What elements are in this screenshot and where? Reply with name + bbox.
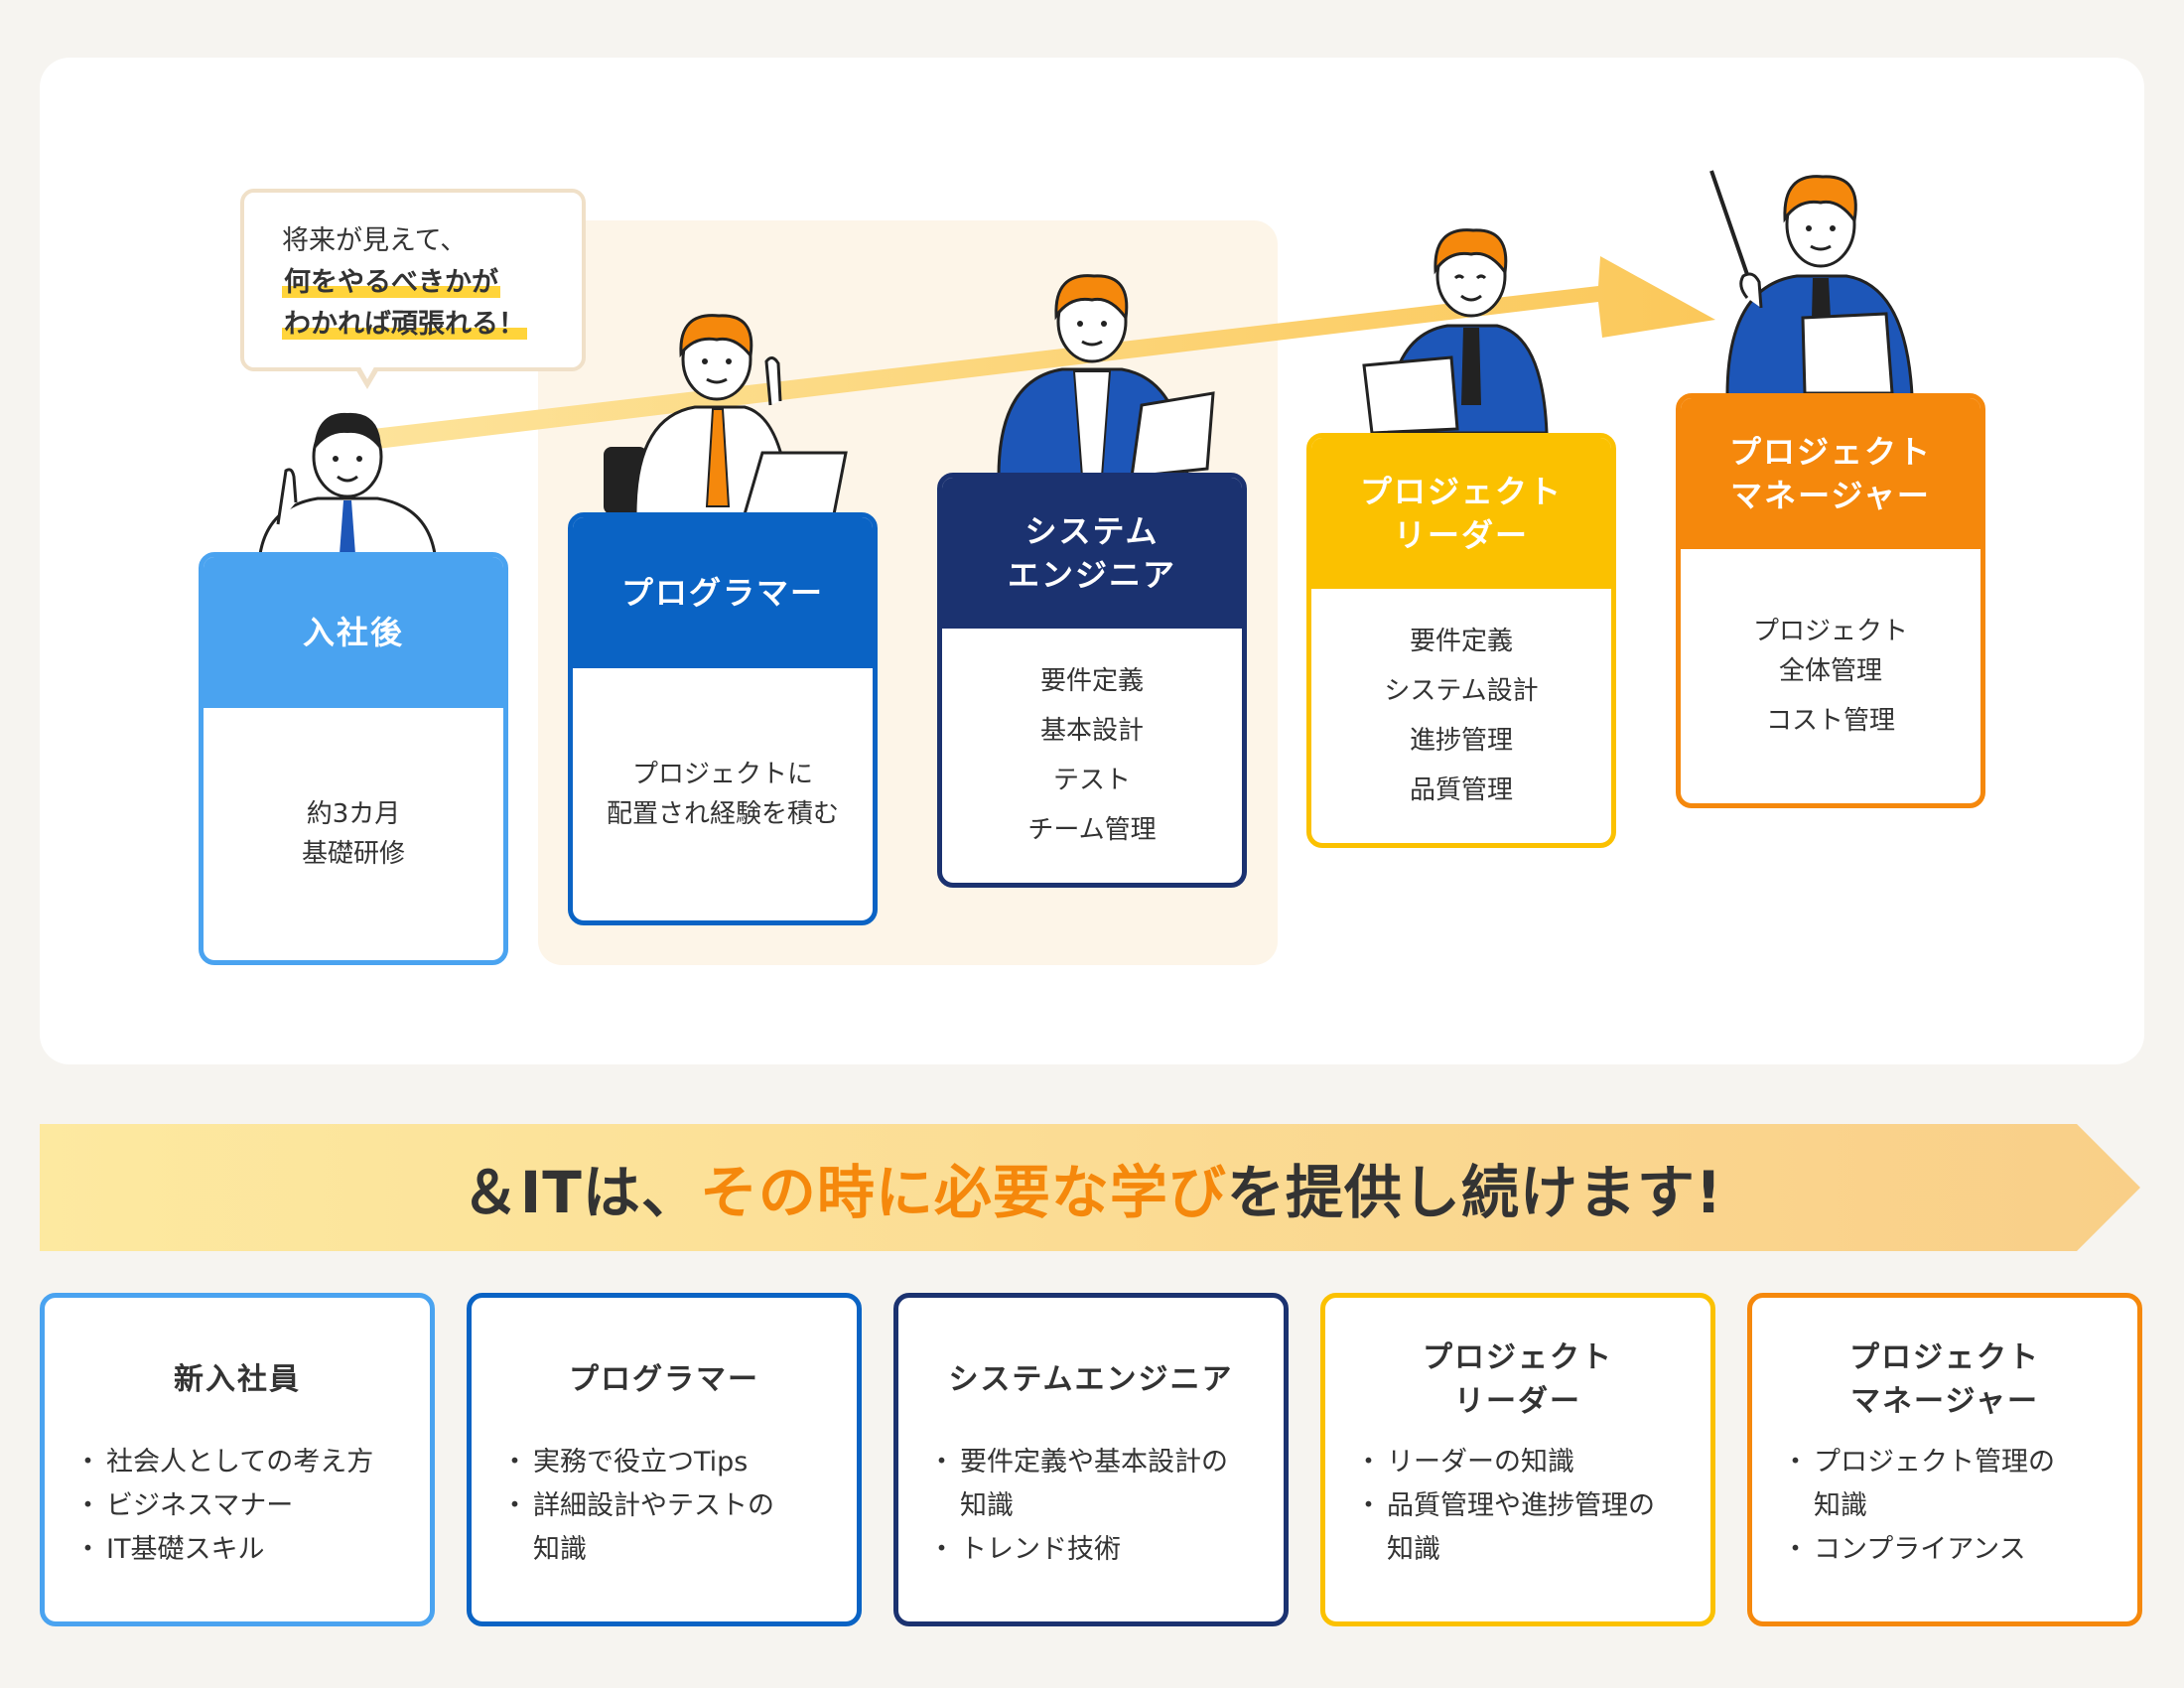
stage-description: 要件定義 システム設計 進捗管理 品質管理 [1384, 627, 1539, 805]
stage-title: プログラマー [573, 517, 873, 668]
stage-title: プロジェクト マネージャー [1681, 398, 1980, 549]
list-item: トレンド技術 [928, 1528, 1228, 1572]
stage-card-programmer: プログラマー プロジェクトに 配置され経験を積む [568, 512, 878, 925]
list-item: リーダーの知識 [1355, 1441, 1655, 1484]
speech-bubble-tail [354, 363, 380, 389]
learning-card-project-leader: プロジェクト リーダー リーダーの知識 品質管理や進捗管理の 知識 [1320, 1293, 1715, 1626]
system-engineer-person-icon [997, 274, 1215, 479]
list-item: 実務で役立つTips [501, 1441, 774, 1484]
learning-list: プロジェクト管理の 知識 コンプライアンス [1782, 1441, 2055, 1572]
learning-list: リーダーの知識 品質管理や進捗管理の 知識 [1355, 1441, 1655, 1572]
bubble-line-2: 何をやるべきかが [282, 267, 500, 298]
stage-title: 入社後 [204, 557, 503, 708]
stage-card-system-engineer: システム エンジニア 要件定義 基本設計 テスト チーム管理 [937, 473, 1247, 888]
learning-card-system-engineer: システムエンジニア 要件定義や基本設計の 知識 トレンド技術 [893, 1293, 1289, 1626]
stage-title: プロジェクト リーダー [1311, 438, 1611, 589]
learning-title: プロジェクト マネージャー [1849, 1340, 2040, 1419]
speech-bubble: 将来が見えて、 何をやるべきかが わかれば頑張れる！ [240, 189, 586, 371]
stage-description: プロジェクト 全体管理 コスト管理 [1752, 617, 1908, 736]
learning-title: システムエンジニア [948, 1362, 1234, 1397]
list-item: 品質管理や進捗管理の 知識 [1355, 1484, 1655, 1572]
list-item: プロジェクト管理の 知識 [1782, 1441, 2055, 1528]
learning-list: 実務で役立つTips 詳細設計やテストの 知識 [501, 1441, 774, 1572]
list-item: 社会人としての考え方 [74, 1441, 373, 1484]
newhire-person-icon [258, 412, 437, 556]
learning-title: 新入社員 [174, 1362, 301, 1397]
learning-list: 要件定義や基本設計の 知識 トレンド技術 [928, 1441, 1228, 1572]
learning-title: プログラマー [569, 1362, 759, 1397]
list-item: 要件定義や基本設計の 知識 [928, 1441, 1228, 1528]
stage-description: 約3カ月 基礎研修 [301, 799, 405, 869]
list-item: ビジネスマナー [74, 1484, 373, 1528]
list-item: 詳細設計やテストの 知識 [501, 1484, 774, 1572]
stage-title: システム エンジニア [942, 478, 1242, 629]
learning-title: プロジェクト リーダー [1423, 1340, 1613, 1419]
banner-message: ＆ITは、その時に必要な学びを提供し続けます! [461, 1159, 1723, 1226]
bubble-line-1: 将来が見えて、 [282, 225, 468, 256]
stage-description: 要件定義 基本設計 テスト チーム管理 [1027, 666, 1157, 845]
learning-card-programmer: プログラマー 実務で役立つTips 詳細設計やテストの 知識 [467, 1293, 862, 1626]
learning-list: 社会人としての考え方 ビジネスマナー IT基礎スキル [74, 1441, 373, 1572]
stage-card-project-manager: プロジェクト マネージャー プロジェクト 全体管理 コスト管理 [1676, 393, 1985, 808]
stage-card-project-leader: プロジェクト リーダー 要件定義 システム設計 進捗管理 品質管理 [1306, 433, 1616, 848]
banner-arrow [40, 1124, 2140, 1251]
stage-description: プロジェクトに 配置され経験を積む [606, 760, 839, 829]
list-item: コンプライアンス [1782, 1528, 2055, 1572]
stage-card-newhire: 入社後 約3カ月 基礎研修 [199, 552, 508, 965]
project-leader-person-icon [1362, 228, 1549, 435]
list-item: IT基礎スキル [74, 1528, 373, 1572]
growth-arrow [373, 256, 1715, 449]
programmer-person-icon [604, 314, 848, 516]
project-manager-person-icon [1709, 170, 1914, 397]
bubble-line-3: わかれば頑張れる！ [282, 309, 527, 340]
learning-card-project-manager: プロジェクト マネージャー プロジェクト管理の 知識 コンプライアンス [1747, 1293, 2142, 1626]
learning-card-newhire: 新入社員 社会人としての考え方 ビジネスマナー IT基礎スキル [40, 1293, 435, 1626]
